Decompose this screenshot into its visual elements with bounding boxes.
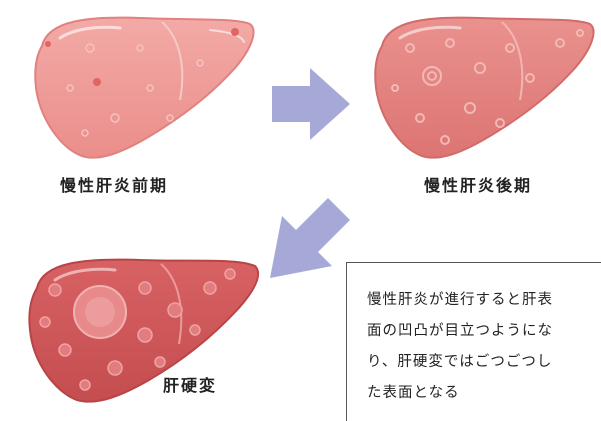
arrow-down-left-icon <box>270 198 350 278</box>
description-line: 慢性肝炎が進行すると肝表 <box>367 285 601 316</box>
liver-late-illustration <box>370 8 600 168</box>
stage-label-late: 慢性肝炎後期 <box>424 172 532 196</box>
description-line: 面の凹凸が目立つようにな <box>367 316 601 347</box>
liver-cirrhosis-illustration <box>25 250 265 410</box>
description-box: 慢性肝炎が進行すると肝表 面の凹凸が目立つようにな り、肝硬変ではごつごつし た… <box>346 262 601 421</box>
description-line: た表面となる <box>367 378 601 409</box>
liver-body <box>35 18 253 158</box>
stage-label-cirrhosis: 肝硬変 <box>163 372 217 396</box>
liver-early-illustration <box>30 8 260 168</box>
stage-label-early: 慢性肝炎前期 <box>60 172 168 196</box>
description-line: り、肝硬変ではごつごつし <box>367 347 601 378</box>
arrow-right-icon <box>272 68 350 140</box>
